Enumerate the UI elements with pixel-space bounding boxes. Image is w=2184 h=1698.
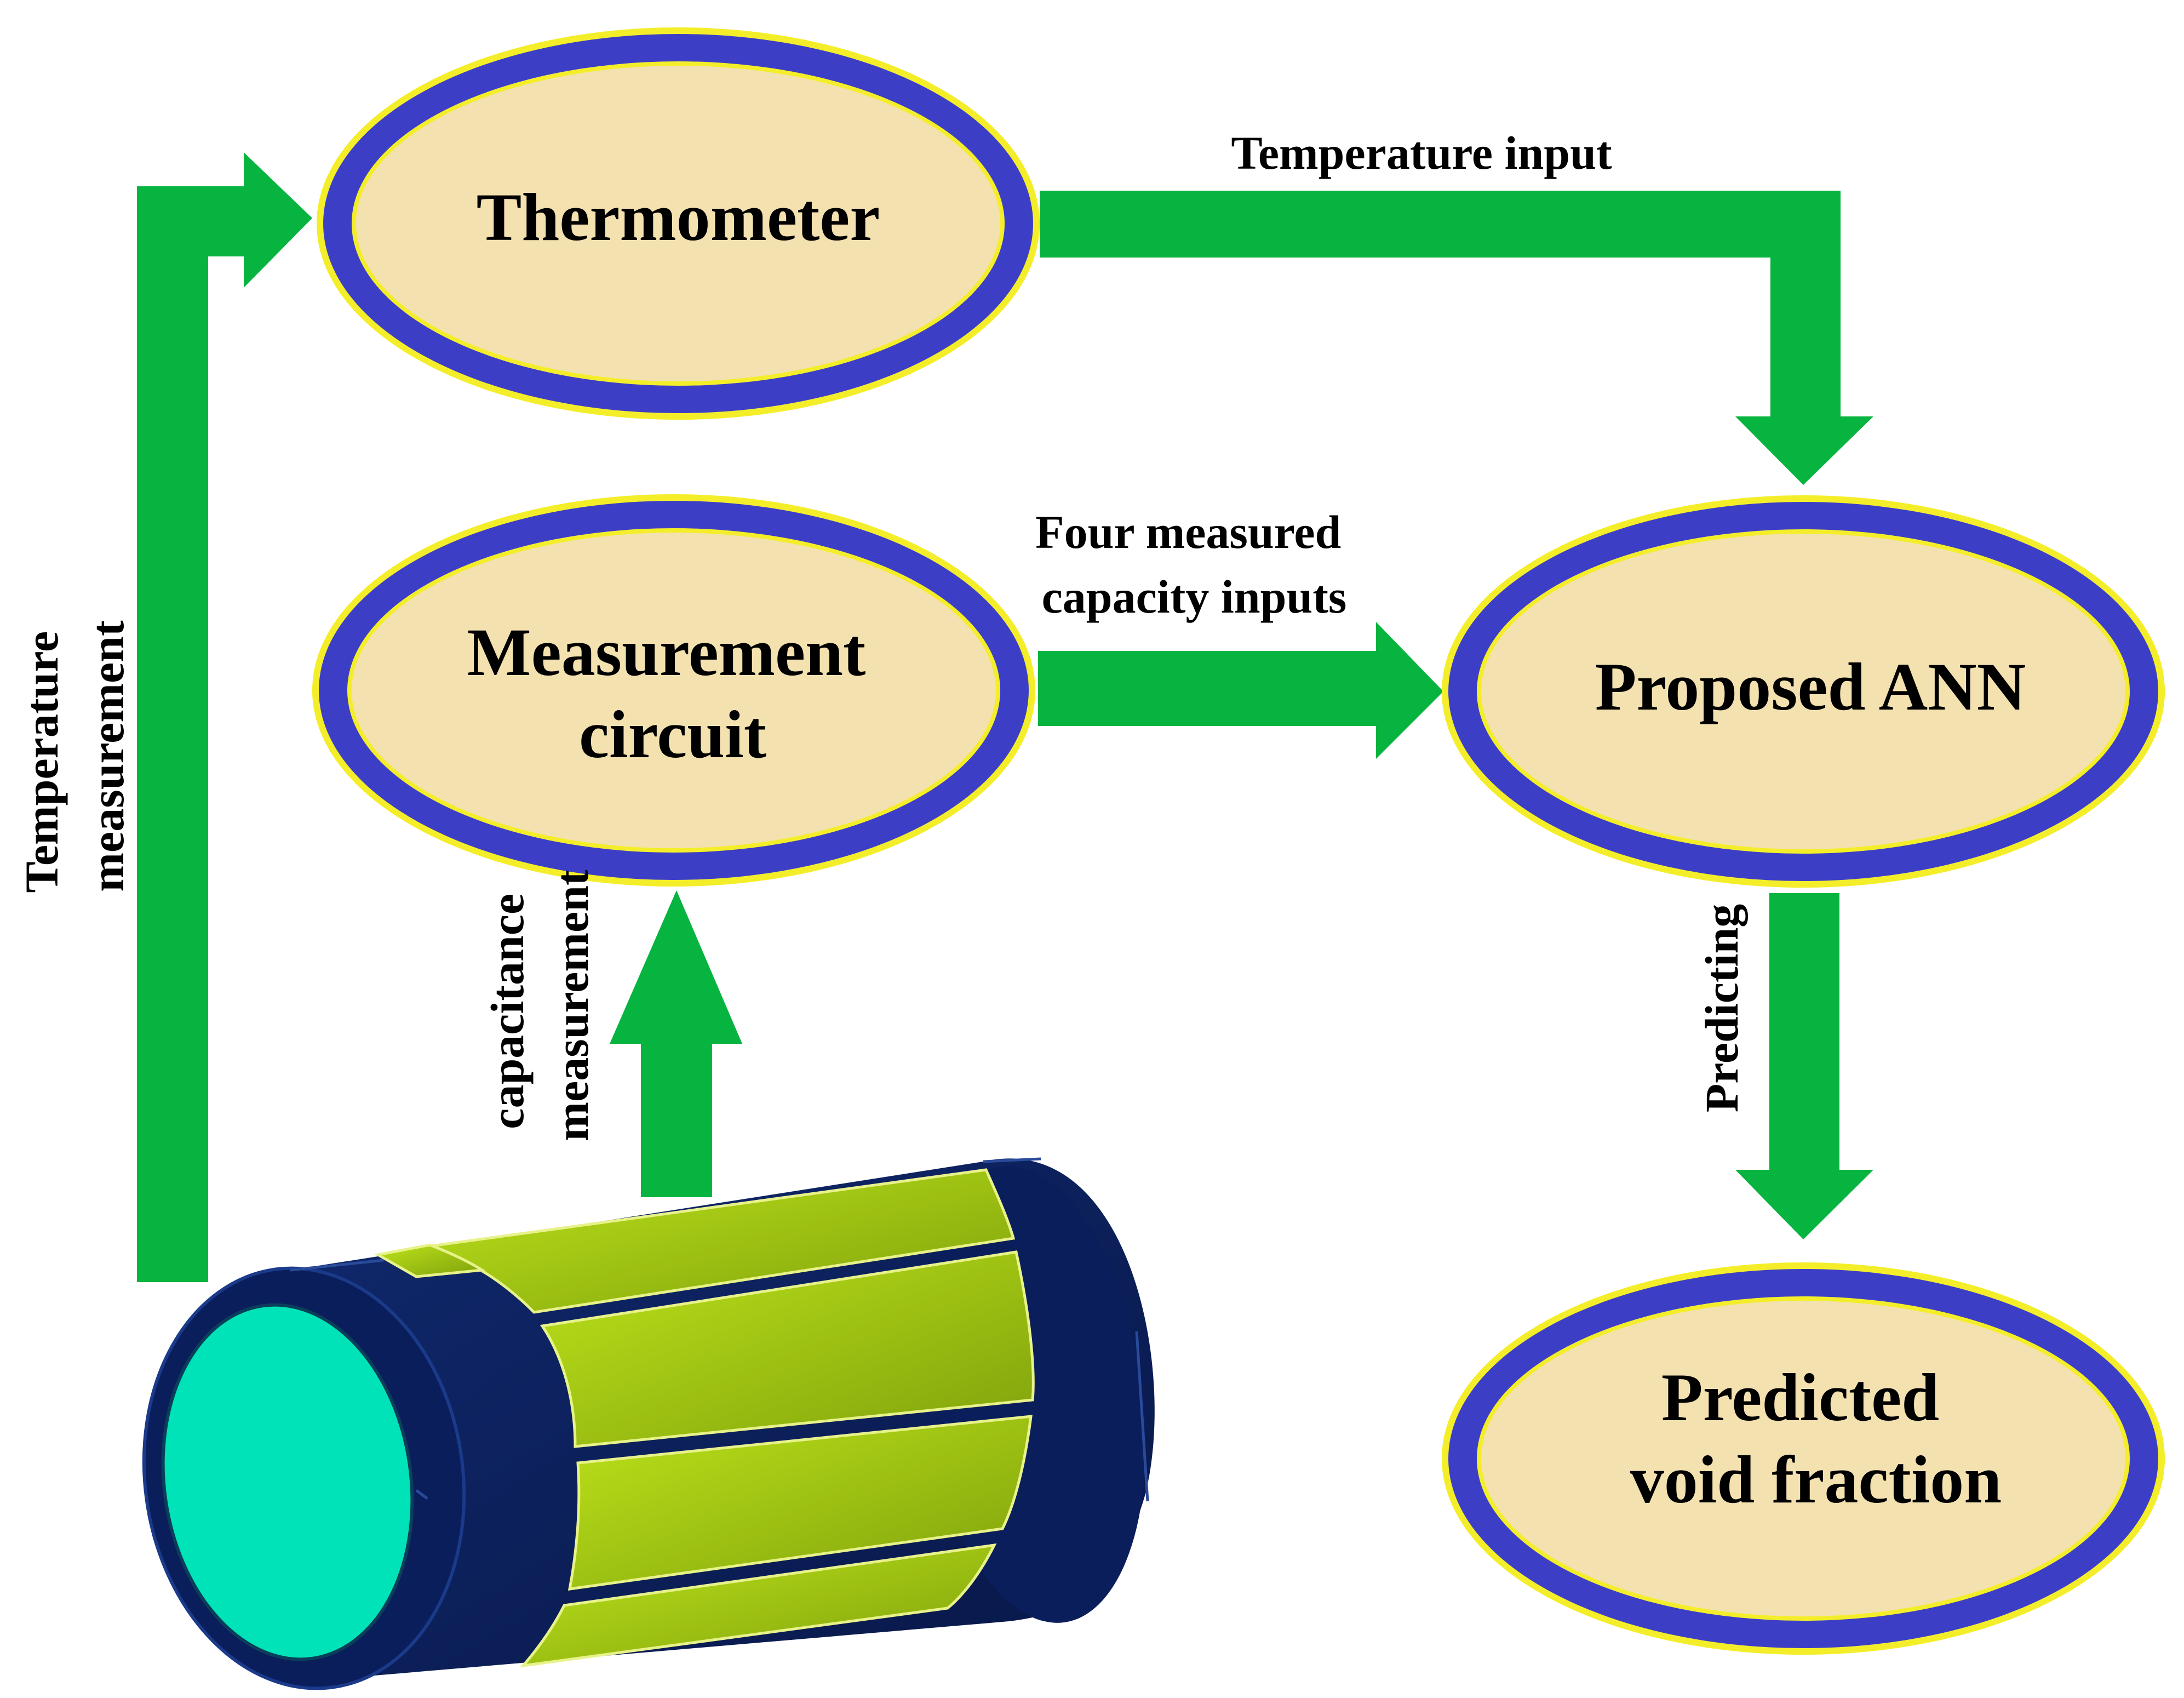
arrow-temperature-measurement	[137, 152, 312, 1282]
sensor-electrode-lower	[568, 1415, 1033, 1591]
predicted-void-fraction-label-line1: Predicted	[1661, 1360, 1939, 1435]
sensor-electrode-bottom	[519, 1543, 997, 1668]
proposed-ann-label-line: Proposed ANN	[1595, 649, 2026, 724]
predicting-label: Predicting	[1695, 904, 1748, 1113]
measurement-circuit-label: Measurement circuit	[467, 615, 883, 772]
capacitance-measurement-label-line1: capacitance	[481, 894, 534, 1129]
arrow-predicting	[1735, 893, 1873, 1239]
node-proposed-ann	[1442, 495, 2165, 888]
node-measurement-circuit	[312, 494, 1035, 887]
thermometer-label: Thermometer	[477, 180, 880, 255]
predicted-void-fraction-label: Predicted void fraction	[1630, 1360, 2002, 1517]
node-thermometer	[317, 27, 1040, 420]
predicting-label-line: Predicting	[1695, 904, 1748, 1113]
node-predicted-void-fraction	[1442, 1262, 2165, 1655]
predicted-void-fraction-label-line2: void fraction	[1630, 1442, 2002, 1517]
temperature-measurement-label-line2: measurement	[81, 620, 134, 892]
proposed-ann-label: Proposed ANN	[1595, 649, 2026, 724]
sensor-seam-lines	[290, 1157, 1149, 1502]
capacitance-measurement-label-line2: measurement	[546, 870, 598, 1141]
arrow-temperature-input	[1040, 191, 1873, 485]
sensor-face	[161, 1303, 414, 1661]
measurement-circuit-label-line2: circuit	[579, 697, 766, 772]
temperature-measurement-label-line1: Temperature	[15, 631, 68, 893]
capacitance-measurement-label: capacitance measurement	[481, 870, 598, 1141]
temperature-measurement-label: Temperature measurement	[15, 619, 134, 893]
arrow-capacitance-measurement	[610, 890, 742, 1197]
temperature-input-label-line: Temperature input	[1231, 127, 1612, 179]
measurement-circuit-label-line1: Measurement	[467, 615, 866, 690]
arrow-capacity-inputs	[1038, 622, 1443, 759]
capacitance-sensor	[142, 1157, 1155, 1690]
capacity-inputs-label-line2: capacity inputs	[1042, 570, 1347, 623]
sensor-electrode-upper	[540, 1250, 1035, 1448]
thermometer-label-line: Thermometer	[477, 180, 880, 255]
temperature-input-label: Temperature input	[1231, 127, 1612, 179]
sensor-electrode-edge	[374, 1243, 486, 1278]
capacity-inputs-label: Four measured capacity inputs	[1035, 506, 1353, 623]
capacity-inputs-label-line1: Four measured	[1035, 506, 1341, 558]
